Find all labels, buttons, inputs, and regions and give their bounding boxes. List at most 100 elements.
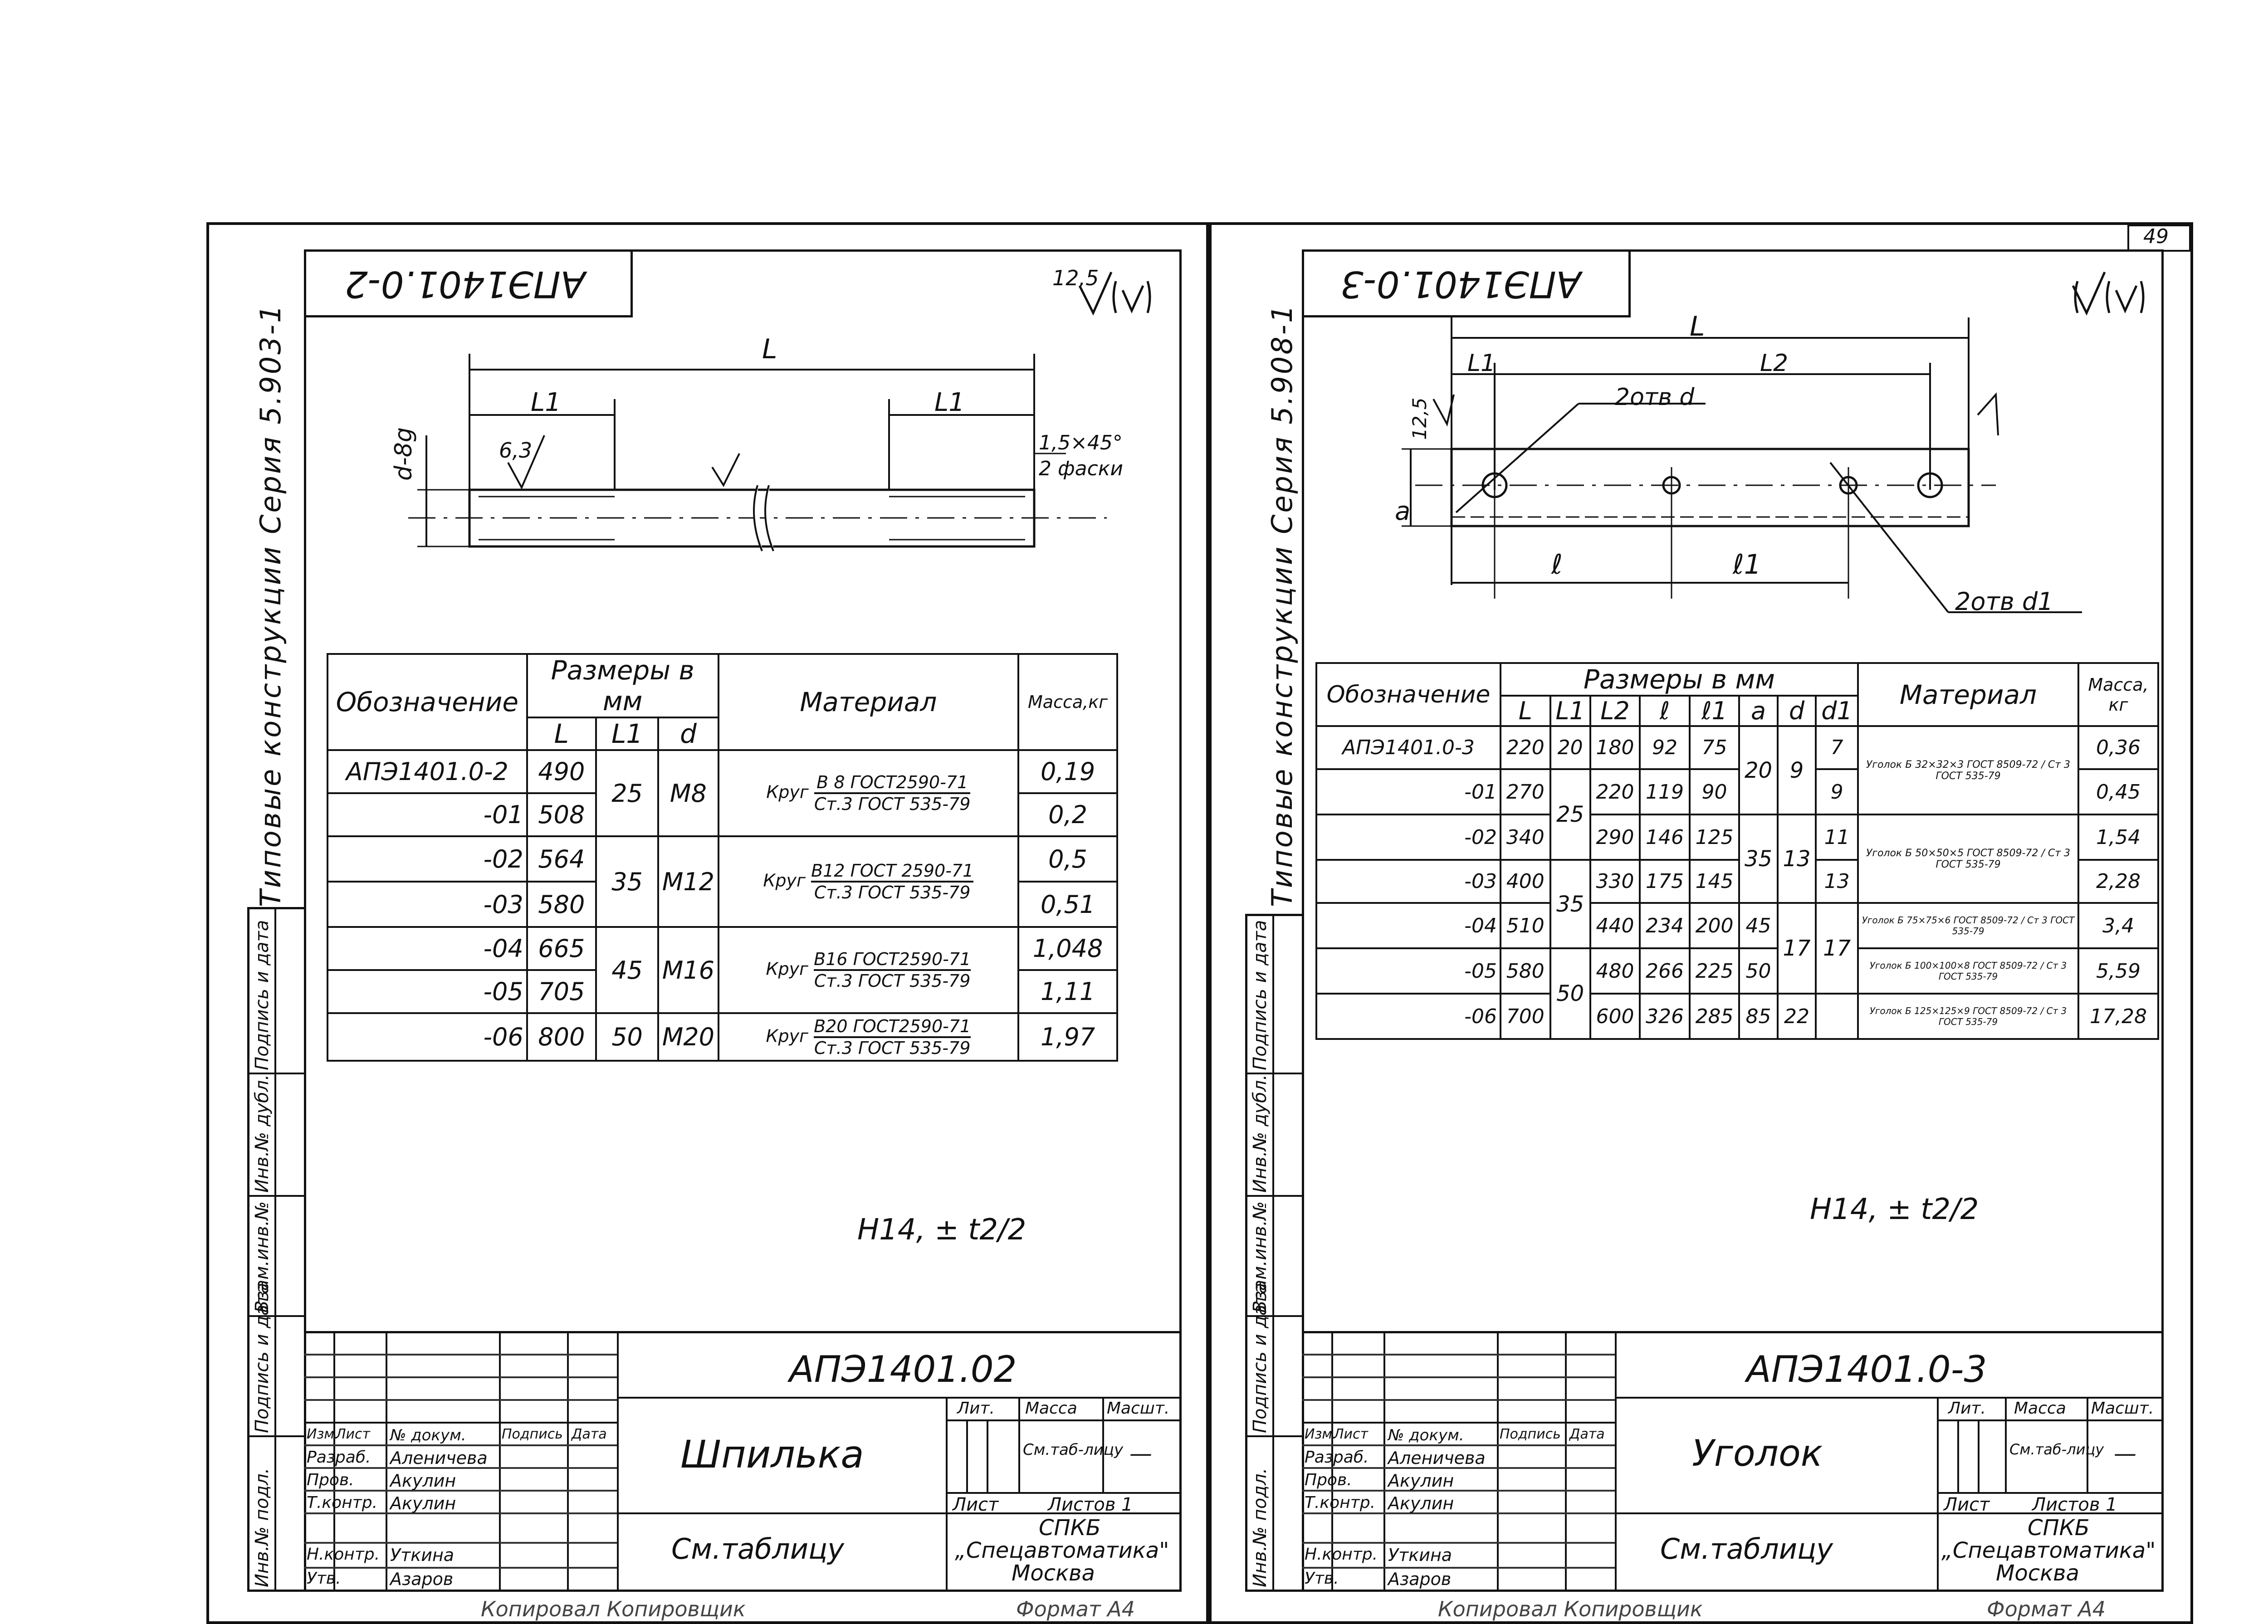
table-cell: 90 — [1688, 768, 1740, 815]
table-cell: 11 — [1815, 814, 1859, 861]
table-cell: 50 — [1738, 947, 1779, 995]
tb-sheets: Листов 1 — [2032, 1494, 2117, 1515]
tb-col: Подпись — [1500, 1426, 1561, 1442]
left-stamp-label: Инв.№ дубл. — [252, 1074, 273, 1193]
tb-col: № докум. — [1388, 1426, 1464, 1444]
table-cell: 700 — [1500, 993, 1551, 1040]
right-th-col: ℓ1 — [1688, 695, 1740, 727]
right-th-designation: Обозначение — [1315, 662, 1501, 727]
angle-dim-l1: ℓ1 — [1733, 549, 1761, 580]
material-top: В12 ГОСТ 2590-71 — [811, 861, 974, 883]
right-part-name: Уголок — [1692, 1432, 1823, 1474]
table-cell: 3,4 — [2077, 902, 2159, 949]
tb-person: Акулин — [390, 1493, 456, 1513]
right-spec-table: Обозначение Размеры в мм Материал Масса,… — [1315, 662, 2159, 1040]
table-cell: 1,11 — [1017, 969, 1118, 1014]
tb-person: Аленичева — [390, 1448, 488, 1468]
stud-drawing — [408, 354, 1107, 551]
tb-role: Утв. — [307, 1569, 341, 1588]
tb-col: Подпись — [502, 1426, 563, 1442]
tb-person: Акулин — [1388, 1493, 1454, 1513]
tb-person: Аленичева — [1388, 1448, 1486, 1468]
table-cell: 600 — [1589, 993, 1641, 1040]
table-cell: -02 — [327, 835, 528, 883]
table-cell: -03 — [327, 881, 528, 928]
table-cell: АПЭ1401.0-2 — [327, 749, 528, 794]
table-cell: 17 — [1815, 902, 1859, 995]
table-cell: 705 — [526, 969, 597, 1014]
tb-role: Н.контр. — [1305, 1545, 1378, 1564]
table-cell: 0,51 — [1017, 881, 1118, 928]
table-cell: 285 — [1688, 993, 1740, 1040]
left-th-L: L — [526, 717, 597, 751]
right-format-note: Формат А4 — [1987, 1597, 2106, 1621]
right-mirrored-code: АПЭ1401.0-3 — [1340, 263, 1581, 305]
left-stamp-label: Инв.№ подл. — [252, 1468, 273, 1587]
table-cell: 0,36 — [2077, 725, 2159, 770]
tb-lit: Лит. — [957, 1399, 995, 1418]
table-cell: М20 — [657, 1012, 719, 1062]
tb-mass: Масса — [1025, 1399, 1077, 1418]
angle-roughness: 12,5 — [1408, 397, 1431, 440]
material-prefix: Круг — [766, 1026, 809, 1046]
left-sheet — [206, 222, 1209, 1624]
table-cell: 7 — [1815, 725, 1859, 770]
material-prefix: Круг — [766, 782, 809, 802]
tb-role: Т.контр. — [307, 1493, 378, 1512]
right-series-label: Типовые конструкции Серия 5.908-1 — [1266, 303, 1299, 907]
table-cell: -02 — [1315, 814, 1501, 861]
tb-person: Азаров — [390, 1569, 454, 1589]
table-cell: 290 — [1589, 814, 1641, 861]
table-cell: 9 — [1815, 768, 1859, 815]
table-cell: 119 — [1639, 768, 1691, 815]
material-prefix: Круг — [766, 959, 809, 979]
table-cell: 35 — [595, 835, 660, 928]
table-cell: 234 — [1639, 902, 1691, 949]
table-cell: 175 — [1639, 859, 1691, 904]
left-roughness-mark: 12,5 — [1052, 266, 1099, 290]
table-cell: 326 — [1639, 993, 1691, 1040]
table-cell: 800 — [526, 1012, 597, 1062]
stud-dim-d: d-8g — [390, 427, 417, 481]
angle-drawing — [1402, 317, 2082, 613]
table-cell: 400 — [1500, 859, 1551, 904]
table-cell: 270 — [1500, 768, 1551, 815]
tb-col: № докум. — [390, 1426, 466, 1444]
table-cell: 17,28 — [2077, 993, 2159, 1040]
left-stamp-label: Подпись и дата — [252, 1283, 273, 1433]
right-stamp-label: Подпись и дата — [1250, 1283, 1271, 1433]
tb-scale-value: — — [2114, 1440, 2136, 1467]
left-material-ref: См.таблицу — [671, 1532, 844, 1565]
tb-role: Утв. — [1305, 1569, 1339, 1588]
tb-col: Дата — [1569, 1426, 1605, 1442]
right-sheet — [1209, 222, 2193, 1624]
table-cell: -05 — [1315, 947, 1501, 995]
right-th-material: Материал — [1857, 662, 2079, 727]
table-cell: 35 — [1549, 859, 1591, 949]
table-cell: 9 — [1776, 725, 1817, 815]
table-cell: 0,5 — [1017, 835, 1118, 883]
table-cell: 13 — [1776, 814, 1817, 904]
tb-scale: Масшт. — [2091, 1399, 2154, 1418]
angle-dim-L: L — [1690, 311, 1705, 342]
tb-role: Пров. — [1305, 1471, 1352, 1489]
org-line: Москва — [1996, 1561, 2079, 1586]
tb-mass-value: См.таб-лицу — [2009, 1441, 2104, 1458]
org-line: СПКБ — [1039, 1515, 1101, 1541]
material-cell: Уголок Б 75×75×6 ГОСТ 8509-72 / Ст 3 ГОС… — [1857, 902, 2079, 949]
left-part-name: Шпилька — [680, 1432, 864, 1477]
left-th-sizes: Размеры в мм — [526, 653, 719, 718]
left-stamp-label: Подпись и дата — [252, 920, 273, 1070]
table-cell: 17 — [1776, 902, 1817, 995]
table-cell: 564 — [526, 835, 597, 883]
table-cell: 266 — [1639, 947, 1691, 995]
table-cell: 13 — [1815, 859, 1859, 904]
table-cell: 665 — [526, 926, 597, 971]
tb-person: Акулин — [390, 1471, 456, 1491]
table-cell: 480 — [1589, 947, 1641, 995]
angle-holes-d1: 2отв d1 — [1955, 587, 2053, 616]
table-cell: 50 — [595, 1012, 660, 1062]
